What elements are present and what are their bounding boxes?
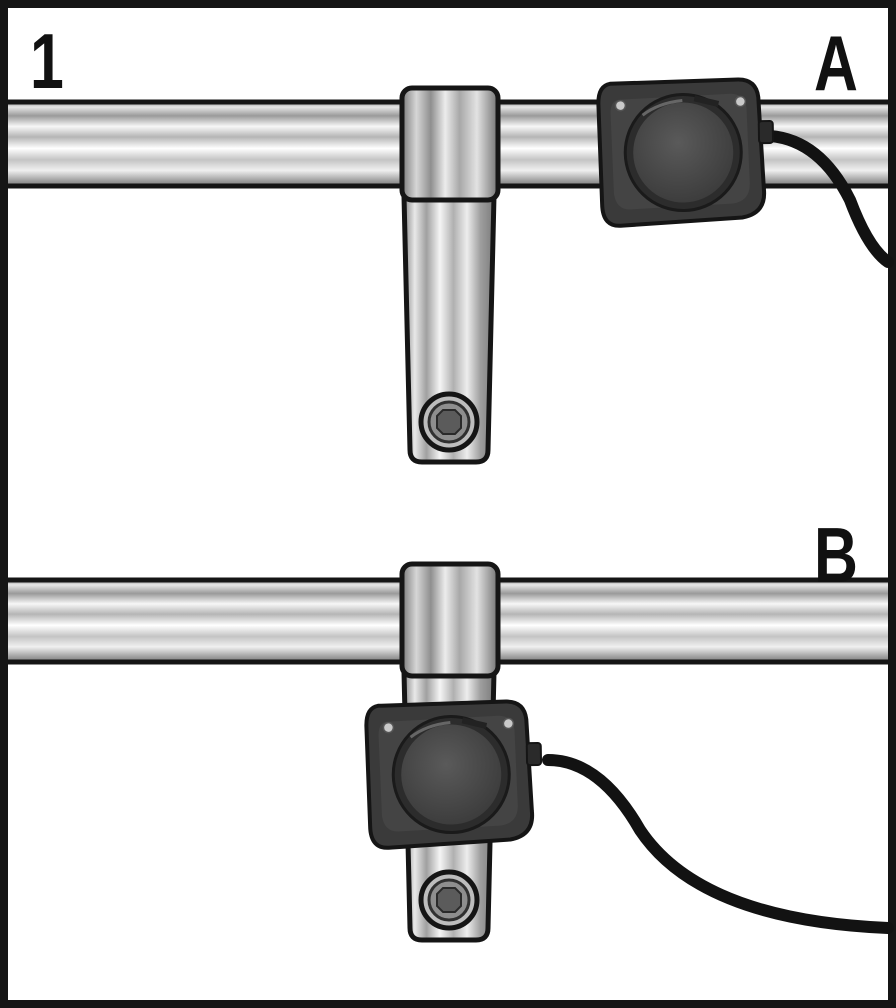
sensor-mount-icon [598,79,774,226]
cable-icon [764,130,894,268]
step-number: 1 [30,17,64,105]
stem-clamp-icon [399,85,501,465]
sensor-mount-icon [366,701,542,848]
panel-b-label: B [814,511,858,599]
panel-a-label: A [814,19,858,107]
cable-icon [542,754,894,934]
panel-b-drawing [8,561,894,943]
panel-a-drawing [8,79,894,465]
